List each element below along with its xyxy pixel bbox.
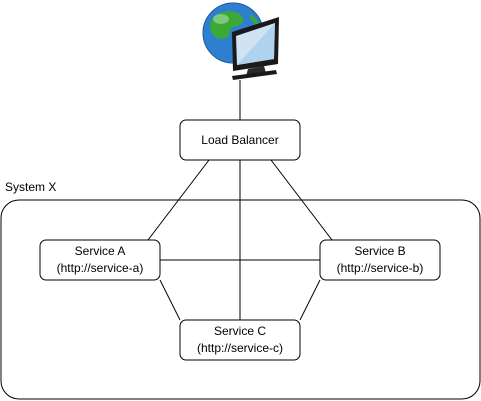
service-b-node[interactable]: Service B (http://service-b) — [319, 239, 441, 281]
globe-monitor-icon — [202, 2, 279, 80]
load-balancer-label: Load Balancer — [201, 133, 278, 147]
monitor-icon — [232, 17, 279, 80]
service-c-name: Service C — [214, 324, 266, 338]
system-x-group-label: System X — [5, 180, 56, 194]
service-b-url: (http://service-b) — [337, 261, 424, 275]
service-a-url: (http://service-a) — [57, 261, 144, 275]
edge-load-balancer-to-service-a — [147, 159, 210, 241]
service-a-name: Service A — [75, 244, 126, 258]
service-c-url: (http://service-c) — [197, 341, 283, 355]
service-a-node[interactable]: Service A (http://service-a) — [39, 239, 161, 281]
service-c-node[interactable]: Service C (http://service-c) — [179, 319, 301, 361]
load-balancer-node[interactable]: Load Balancer — [179, 119, 301, 161]
edge-load-balancer-to-service-b — [270, 159, 333, 241]
service-b-name: Service B — [354, 244, 405, 258]
edge-service-a-to-service-c — [159, 279, 181, 321]
edge-service-b-to-service-c — [299, 279, 321, 321]
